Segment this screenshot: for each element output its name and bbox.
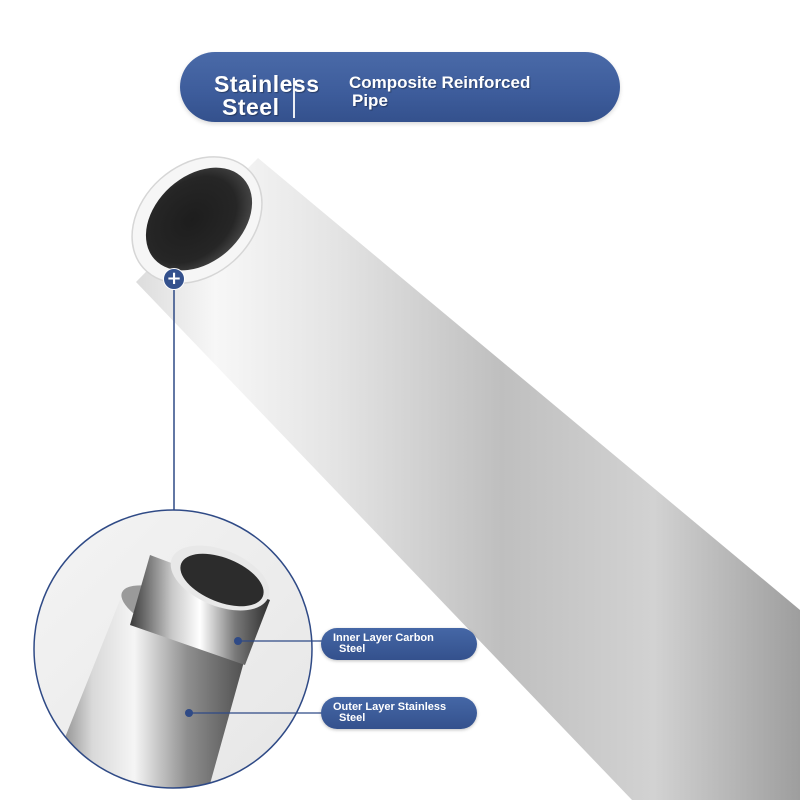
inner-label-line1: Inner Layer Carbon <box>333 632 434 644</box>
outer-label-line1: Outer Layer Stainless <box>333 701 447 713</box>
title-right-line1: Composite Reinforced <box>349 73 531 92</box>
outer-pointer <box>185 709 322 717</box>
inner-layer-label: Inner Layer Carbon Steel <box>321 628 477 660</box>
title-right: Composite Reinforced Pipe <box>349 74 589 110</box>
outer-layer-label: Outer Layer Stainless Steel <box>321 697 477 729</box>
title-right-line2: Pipe <box>352 91 388 110</box>
title-divider <box>293 78 295 118</box>
inner-label-line2: Steel <box>339 643 366 655</box>
outer-label-line2: Steel <box>339 712 366 724</box>
plus-icon: + <box>163 268 185 290</box>
pipe-opening <box>145 167 253 271</box>
zoom-detail <box>33 509 313 789</box>
title-left: Stainless Steel <box>214 73 349 119</box>
title-left-line1: Stainless <box>214 71 320 97</box>
inner-pointer <box>234 637 322 645</box>
title-banner <box>180 52 620 122</box>
title-left-line2: Steel <box>222 94 280 120</box>
main-pipe <box>131 156 800 800</box>
